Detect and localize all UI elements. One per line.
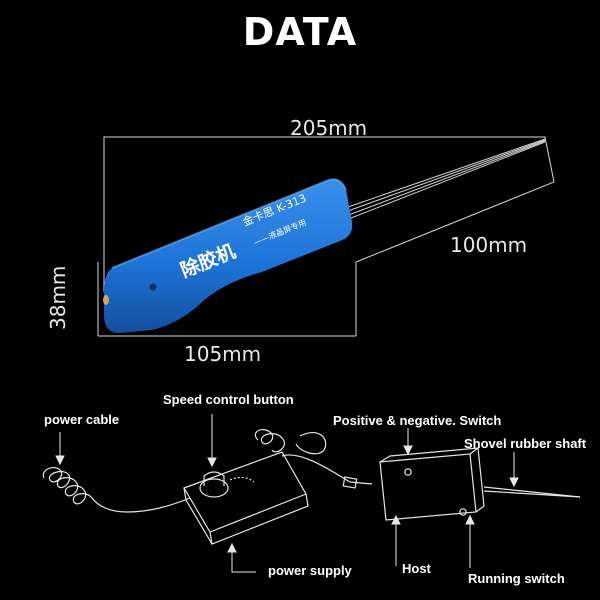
host-icon [379,447,485,521]
dimension-100: 100mm [450,233,528,257]
label-running-switch: Running switch [468,571,565,586]
dimension-105: 105mm [184,342,262,366]
dimension-lines [97,136,555,337]
label-pos-neg-switch: Positive & negative. Switch [333,413,502,428]
shovel-shaft-icon [483,486,581,498]
host-cable-icon [254,428,373,489]
label-shovel-shaft: Shovel rubber shaft [464,436,587,451]
needle-icon [344,138,546,221]
label-speed-control: Speed control button [163,392,294,407]
label-power-cable: power cable [44,412,120,427]
dimension-205: 205mm [290,116,368,140]
power-supply-icon [183,451,309,545]
power-cable-icon [42,466,191,513]
label-host: Host [402,561,431,576]
label-power-supply: power supply [268,563,352,578]
page-title: DATA [242,10,358,54]
device-body-icon [103,178,353,334]
